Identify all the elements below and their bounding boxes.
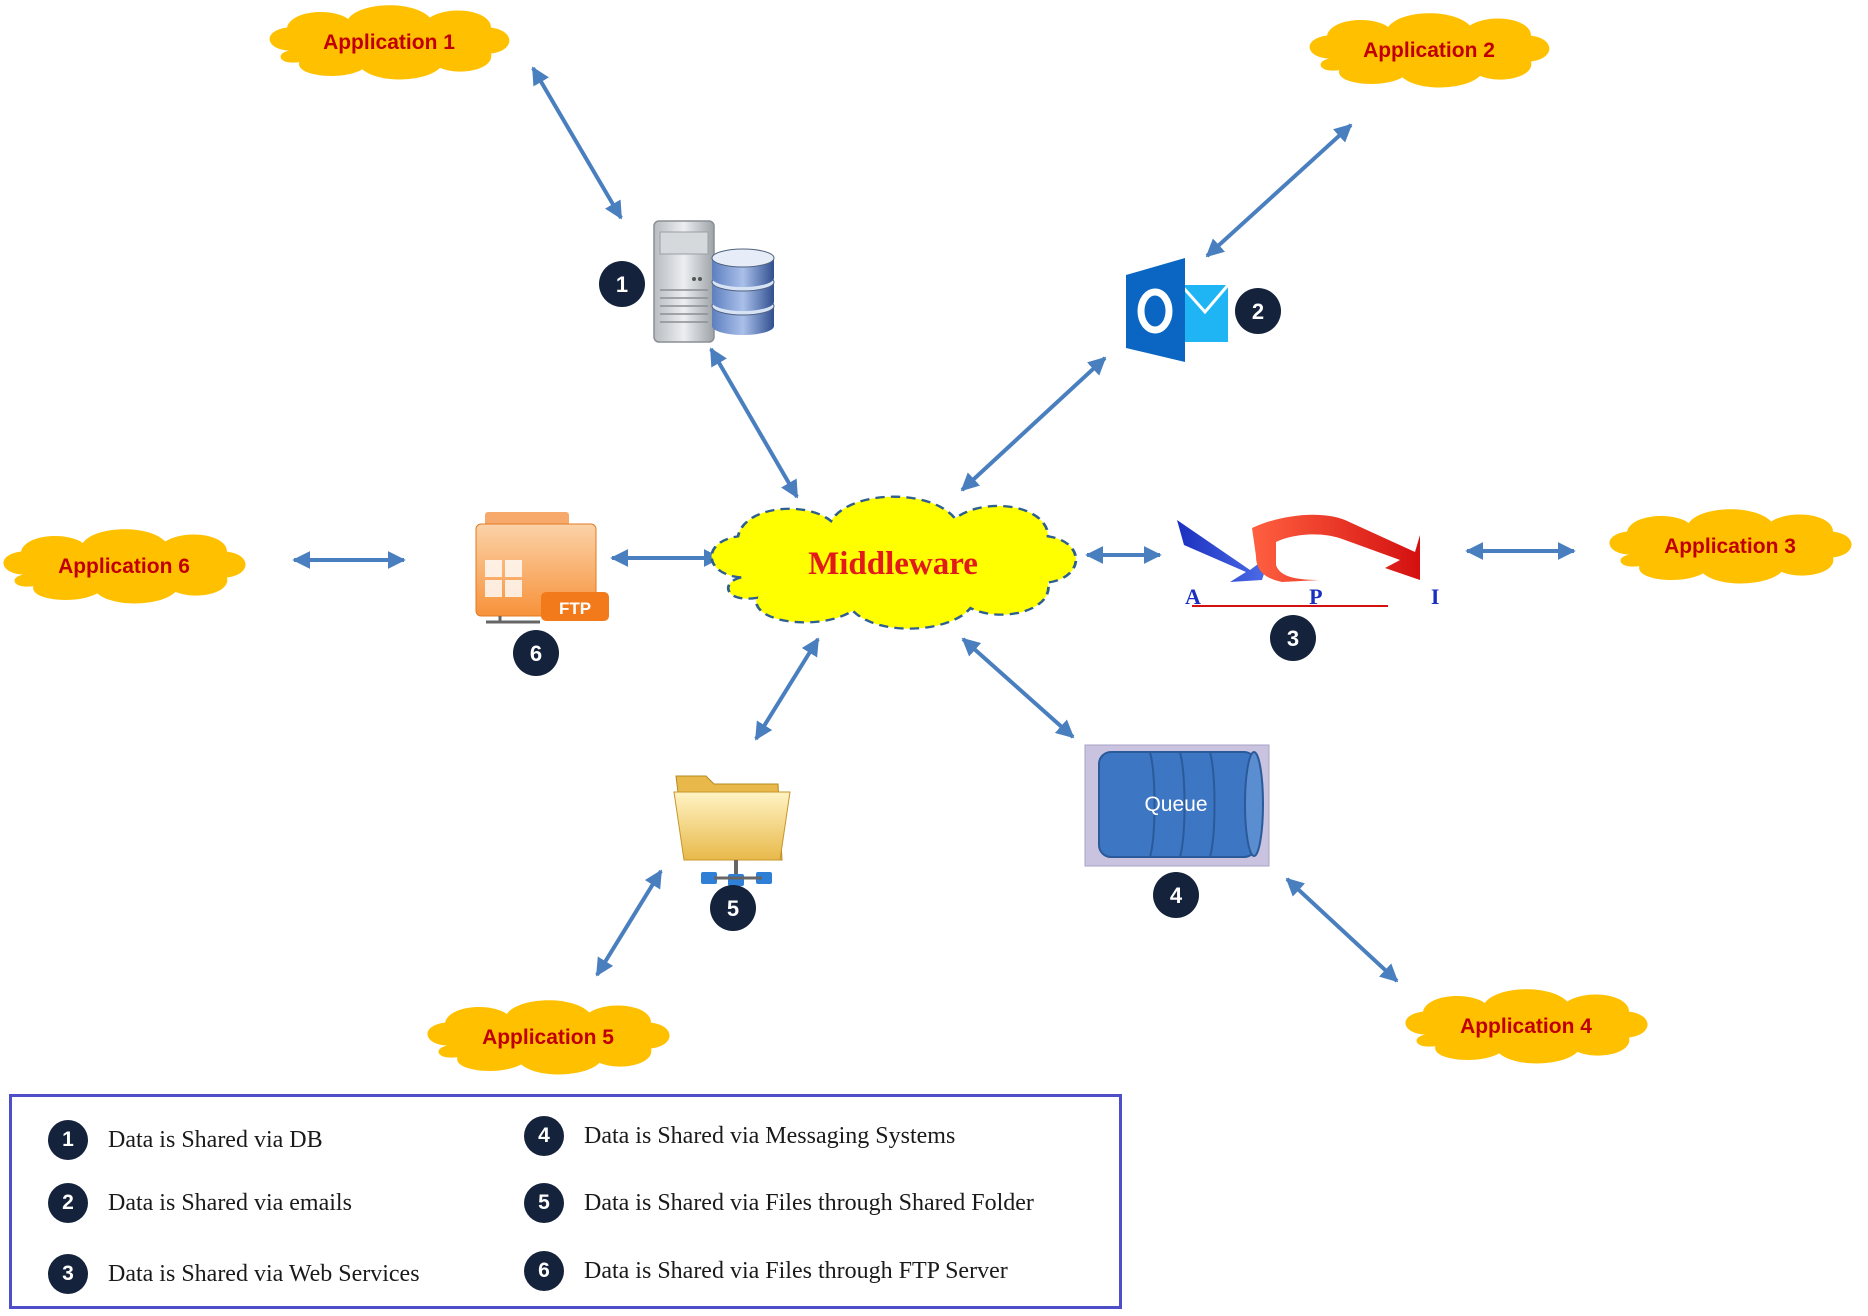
message-queue-icon: Queue — [1084, 744, 1270, 867]
badge-5-number: 5 — [727, 896, 739, 921]
arrow-email-middleware — [960, 356, 1107, 492]
badge-6-number: 6 — [530, 641, 542, 666]
arrow-folder-app5 — [595, 869, 663, 977]
legend-item-2: 2 Data is Shared via emails — [48, 1183, 352, 1223]
application-1-cloud[interactable]: Application 1 — [269, 5, 510, 80]
legend-text-3: Data is Shared via Web Services — [108, 1260, 420, 1287]
legend-text-2: Data is Shared via emails — [108, 1189, 352, 1216]
application-1-label: Application 1 — [323, 31, 455, 54]
ftp-text: FTP — [559, 599, 591, 618]
badge-3 — [1270, 615, 1316, 661]
arrow-middleware-queue — [961, 637, 1075, 739]
application-4-cloud[interactable]: Application 4 — [1405, 989, 1648, 1064]
legend-item-4: 4 Data is Shared via Messaging Systems — [524, 1116, 955, 1156]
badge-2-number: 2 — [1252, 299, 1264, 324]
badge-3-number: 3 — [1287, 626, 1299, 651]
queue-text: Queue — [1144, 793, 1207, 816]
legend-item-5: 5 Data is Shared via Files through Shared… — [524, 1183, 1034, 1223]
badge-4 — [1153, 872, 1199, 918]
connector-arrows — [292, 66, 1576, 983]
outlook-email-icon — [1126, 258, 1230, 362]
application-5-cloud[interactable]: Application 5 — [427, 1000, 670, 1075]
application-2-label: Application 2 — [1363, 39, 1495, 62]
legend-badge-1: 1 — [48, 1120, 88, 1160]
badge-5 — [710, 885, 756, 931]
api-text: A P I — [1185, 584, 1491, 609]
database-server-icon — [653, 220, 775, 343]
application-6-cloud[interactable]: Application 6 — [3, 529, 246, 604]
legend-text-1: Data is Shared via DB — [108, 1126, 323, 1153]
badge-1 — [599, 261, 645, 307]
shared-folder-icon — [673, 775, 791, 886]
arrow-middleware-folder — [754, 637, 820, 741]
application-3-label: Application 3 — [1664, 535, 1796, 558]
application-4-label: Application 4 — [1460, 1015, 1592, 1038]
badge-6 — [513, 630, 559, 676]
badge-2 — [1235, 288, 1281, 334]
legend-badge-5: 5 — [524, 1183, 564, 1223]
arrow-db-middleware — [709, 347, 799, 499]
channel-badges: 1 2 3 4 5 6 — [513, 261, 1316, 931]
legend-item-3: 3 Data is Shared via Web Services — [48, 1254, 420, 1294]
legend-text-6: Data is Shared via Files through FTP Ser… — [584, 1257, 1008, 1284]
application-6-label: Application 6 — [58, 555, 190, 578]
application-5-label: Application 5 — [482, 1026, 614, 1049]
legend-badge-4: 4 — [524, 1116, 564, 1156]
arrow-queue-app4 — [1285, 877, 1399, 983]
application-3-cloud[interactable]: Application 3 — [1609, 509, 1852, 584]
legend-item-1: 1 Data is Shared via DB — [48, 1120, 323, 1160]
arrow-app2-email — [1205, 123, 1353, 258]
ftp-folder-icon: FTP — [475, 512, 609, 624]
legend-badge-3: 3 — [48, 1254, 88, 1294]
badge-4-number: 4 — [1170, 883, 1183, 908]
legend-text-5: Data is Shared via Files through Shared … — [584, 1189, 1034, 1216]
arrow-app1-db — [531, 66, 623, 220]
legend-text-4: Data is Shared via Messaging Systems — [584, 1122, 956, 1149]
api-webservices-icon: A P I — [1177, 514, 1491, 609]
legend-item-6: 6 Data is Shared via Files through FTP Se… — [524, 1251, 1008, 1291]
badge-1-number: 1 — [616, 272, 628, 297]
legend-badge-6: 6 — [524, 1251, 564, 1291]
middleware-label: Middleware — [808, 546, 978, 582]
application-2-cloud[interactable]: Application 2 — [1309, 13, 1550, 88]
legend-badge-2: 2 — [48, 1183, 88, 1223]
